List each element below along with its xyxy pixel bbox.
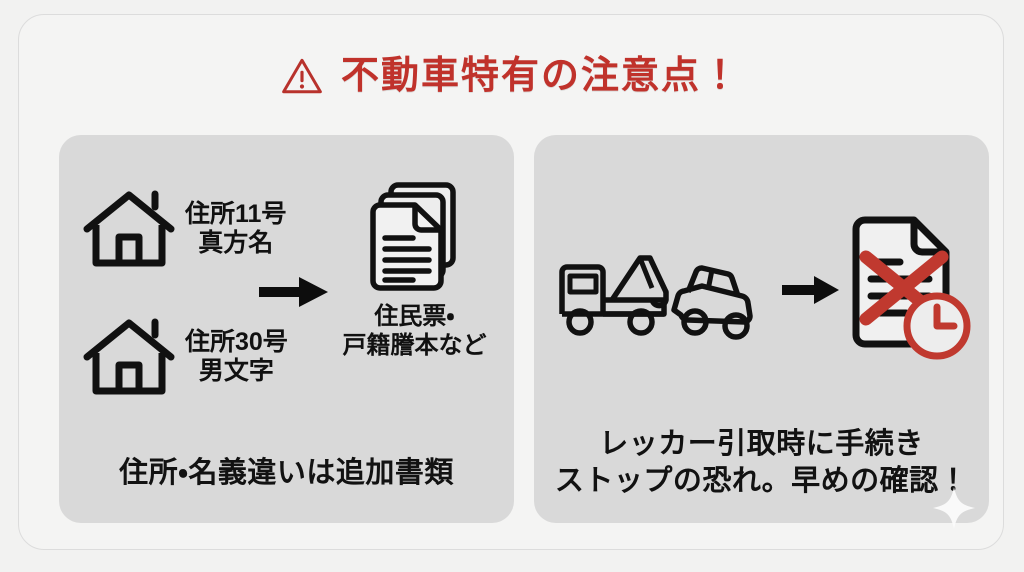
house-label-2-line1: 住所30号 xyxy=(185,327,288,356)
card-right-caption-line1: レッカー引取時に手続き xyxy=(599,427,924,460)
slide-panel: 不動車特有の注意点！ 住所11号 真方名 xyxy=(18,14,1004,550)
house-icon xyxy=(83,190,175,267)
card-right-caption-line2: ストップの恐れ。早めの確認！ xyxy=(554,465,969,498)
documents-result-label-line2: 戸籍謄本など xyxy=(342,331,487,359)
house-label-2: 住所30号 男文字 xyxy=(185,328,288,387)
house-label-1-line2: 真方名 xyxy=(198,229,274,257)
arrow-right-icon xyxy=(782,276,839,304)
arrow-right-icon xyxy=(259,277,328,307)
documents-stack-icon xyxy=(369,182,456,291)
house-row-2: 住所30号 男文字 xyxy=(81,313,288,401)
card-left-body: 住所11号 真方名 住所30号 男文字 xyxy=(59,163,514,423)
card-left-caption: 住所・名義違いは追加書類 xyxy=(119,457,454,490)
tow-truck-icon xyxy=(559,255,753,340)
house-label-2-line2: 男文字 xyxy=(198,357,274,385)
house-icon xyxy=(83,318,175,395)
house-label-1: 住所11号 真方名 xyxy=(185,200,286,259)
tow-truck-group xyxy=(556,240,771,340)
documents-result-label: 住民票・ 戸籍謄本など xyxy=(327,303,502,361)
sparkle-icon xyxy=(933,487,975,529)
documents-result-group: 住民票・ 戸籍謄本など xyxy=(327,181,502,361)
document-rejected-group xyxy=(834,207,984,372)
document-x-clock-icon xyxy=(852,216,971,360)
page-title: 不動車特有の注意点！ xyxy=(19,55,1003,97)
card-address-name-mismatch[interactable]: 住所11号 真方名 住所30号 男文字 xyxy=(59,135,514,523)
card-right-caption: レッカー引取時に手続き ストップの恐れ。早めの確認！ xyxy=(534,426,989,501)
house-row-1: 住所11号 真方名 xyxy=(81,185,286,273)
house-label-1-line1: 住所11号 xyxy=(185,199,287,228)
page-title-text: 不動車特有の注意点！ xyxy=(340,55,741,97)
documents-result-label-line1: 住民票・ xyxy=(374,303,455,330)
card-tow-truck-procedure-stop[interactable]: レッカー引取時に手続き ストップの恐れ。早めの確認！ xyxy=(534,135,989,523)
warning-triangle-icon xyxy=(282,58,322,94)
